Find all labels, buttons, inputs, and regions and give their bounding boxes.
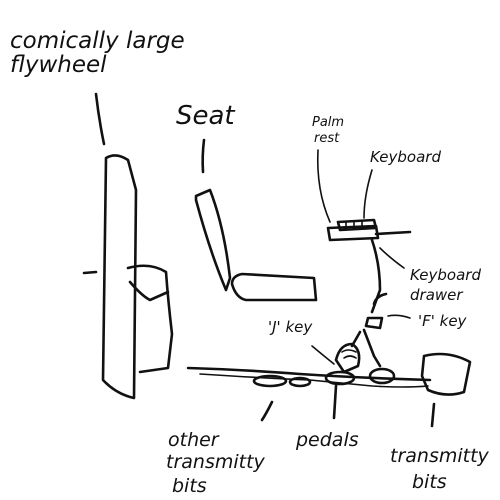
palm-rest-label-line1: Palm — [312, 115, 344, 130]
transmitty-bits-shape — [420, 352, 472, 428]
keyboard-drawer-label-line1: Keyboard — [410, 266, 481, 284]
key-pedal-assembly — [311, 314, 411, 374]
other-transmitty-bits-label-line2: transmitty — [166, 451, 266, 473]
flywheel-label-line2: flywheel — [10, 52, 107, 78]
seat — [194, 138, 318, 302]
j-key-label: 'J' key — [268, 318, 313, 336]
frame — [82, 264, 174, 374]
pedals-shape — [252, 367, 396, 422]
f-key-label: 'F' key — [418, 312, 468, 330]
flywheel-label-line1: comically large — [10, 28, 185, 54]
transmitty-bits-label-line1: transmitty — [390, 445, 490, 467]
keyboard-shape — [316, 149, 412, 242]
other-transmitty-bits-label-line1: other — [168, 429, 220, 451]
keyboard-drawer-shape — [370, 238, 405, 314]
seat-label: Seat — [176, 101, 235, 131]
keyboard-drawer-label-line2: drawer — [410, 286, 463, 304]
pedals-label: pedals — [295, 429, 359, 451]
palm-rest-label-line2: rest — [314, 131, 340, 146]
other-transmitty-bits-label-line3: bits — [172, 475, 207, 497]
transmitty-bits-label-line2: bits — [412, 471, 447, 493]
flywheel — [94, 92, 138, 400]
keyboard-label: Keyboard — [370, 148, 441, 166]
